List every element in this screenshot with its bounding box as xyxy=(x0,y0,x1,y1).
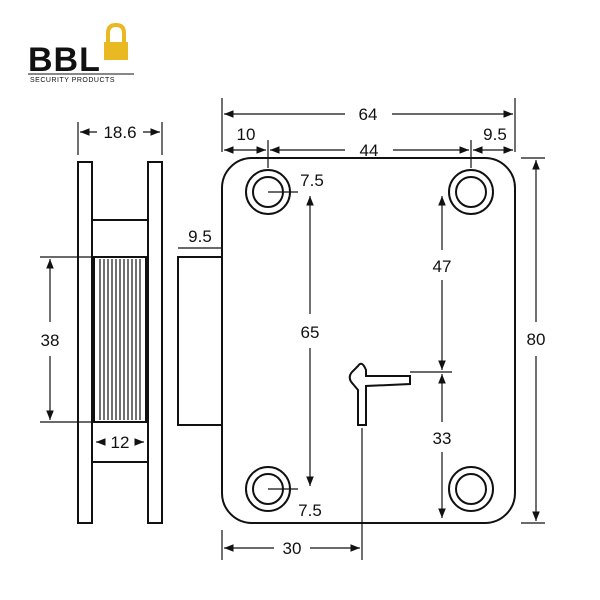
bottom-hole-label: 7.5 xyxy=(298,501,322,520)
keyhole-to-bottom-label: 33 xyxy=(433,429,452,448)
brand-logo: BBL SECURITY PRODUCTS xyxy=(28,22,134,84)
side-depth-label: 12 xyxy=(111,433,130,452)
side-cylinder xyxy=(93,256,147,423)
bolt-throw-label: 9.5 xyxy=(188,227,212,246)
vertical-hole-spacing-label: 65 xyxy=(301,323,320,342)
backset-label: 30 xyxy=(283,539,302,558)
hole-spacing-label: 44 xyxy=(360,141,379,160)
front-bolt xyxy=(177,256,223,426)
knurl-lines xyxy=(99,259,141,420)
screw-hole-top-right xyxy=(448,169,494,215)
side-width-label: 18.6 xyxy=(103,123,136,142)
screw-hole-bottom-right xyxy=(448,466,494,512)
side-right-plate xyxy=(147,161,163,524)
side-left-plate xyxy=(77,161,93,524)
padlock-icon xyxy=(104,22,128,60)
keyhole-icon xyxy=(348,362,452,426)
logo-wordmark: BBL xyxy=(28,41,101,79)
side-view: 18.6 38 12 xyxy=(40,122,163,524)
overall-height-label: 80 xyxy=(527,330,546,349)
left-offset-label: 10 xyxy=(237,125,256,144)
side-height-label: 38 xyxy=(41,331,60,350)
overall-width-label: 64 xyxy=(359,105,378,124)
top-hole-label: 7.5 xyxy=(300,171,324,190)
front-view: 64 10 44 9.5 9.5 7.5 65 47 33 7.5 xyxy=(177,98,546,560)
top-to-keyhole-label: 47 xyxy=(433,257,452,276)
logo-tagline: SECURITY PRODUCTS xyxy=(30,77,115,84)
front-plate xyxy=(221,157,516,524)
right-offset-label: 9.5 xyxy=(483,125,507,144)
